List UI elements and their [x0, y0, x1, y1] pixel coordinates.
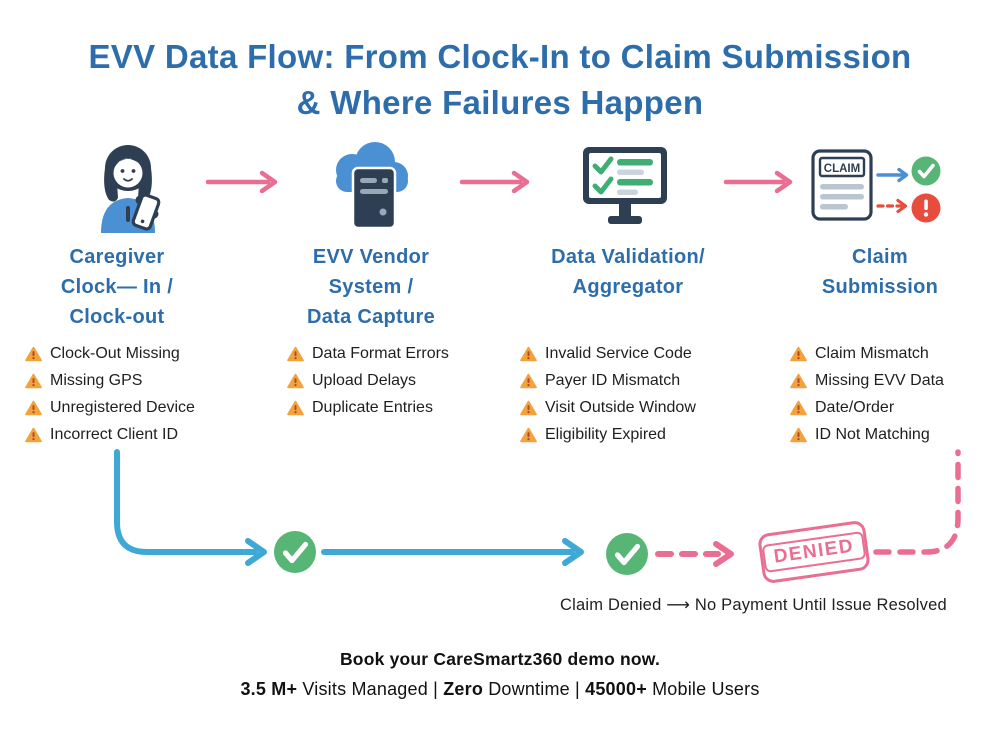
claim-document-icon: CLAIM — [811, 149, 941, 223]
warning-icon — [25, 427, 42, 443]
list-item: Visit Outside Window — [520, 399, 696, 417]
caregiver-phone-icon — [101, 145, 161, 233]
warning-icon — [25, 373, 42, 389]
success-check-icon-2 — [606, 533, 648, 575]
claim-failure-dashed-path — [873, 449, 961, 555]
stage-arrow-1 — [205, 170, 278, 194]
warning-icon — [520, 400, 537, 416]
page-title-line2: & Where Failures Happen — [296, 84, 704, 121]
warning-icon — [520, 427, 537, 443]
warning-icon — [790, 346, 807, 362]
warning-icon — [520, 346, 537, 362]
claim-label: CLAIM — [824, 163, 860, 175]
stage-title-claim-submission: Claim Submission — [821, 246, 939, 298]
page-title-line1: EVV Data Flow: From Clock-In to Claim Su… — [88, 38, 912, 75]
list-item: Duplicate Entries — [287, 399, 449, 417]
stat-downtime-label: Downtime | — [483, 679, 586, 699]
stat-users-label: Mobile Users — [646, 679, 760, 699]
warning-icon — [287, 346, 304, 362]
warning-icon — [287, 373, 304, 389]
list-item: Data Format Errors — [287, 345, 449, 363]
page-title: EVV Data Flow: From Clock-In to Claim Su… — [0, 34, 1000, 126]
failure-list-caregiver: Clock-Out Missing Missing GPS Unregister… — [25, 345, 195, 444]
warning-icon — [790, 427, 807, 443]
flow-blue-path-2 — [321, 538, 584, 566]
warning-icon — [790, 373, 807, 389]
cloud-server-icon — [336, 142, 408, 230]
stage-title-data-validation: Data Validation/ Aggregator — [551, 246, 705, 298]
list-item: Claim Mismatch — [790, 345, 944, 363]
denied-dashed-arrow — [655, 541, 734, 567]
stat-users-value: 45000+ — [585, 679, 647, 699]
warning-icon — [287, 400, 304, 416]
list-item: Incorrect Client ID — [25, 426, 195, 444]
denied-stamp: DENIED — [757, 519, 871, 585]
failure-list-claim-submission: Claim Mismatch Missing EVV Data Date/Ord… — [790, 345, 944, 444]
failure-list-data-validation: Invalid Service Code Payer ID Mismatch V… — [520, 345, 696, 444]
denied-stamp-label: DENIED — [761, 530, 867, 574]
list-item: Missing EVV Data — [790, 372, 944, 390]
list-item: Unregistered Device — [25, 399, 195, 417]
flow-blue-path-1 — [114, 449, 267, 566]
warning-icon — [520, 373, 537, 389]
stat-downtime-value: Zero — [443, 679, 484, 699]
warning-icon — [790, 400, 807, 416]
list-item: ID Not Matching — [790, 426, 944, 444]
list-item: Date/Order — [790, 399, 944, 417]
list-item: Eligibility Expired — [520, 426, 696, 444]
list-item: Payer ID Mismatch — [520, 372, 696, 390]
stage-arrow-3 — [723, 170, 793, 194]
success-check-icon-1 — [274, 531, 316, 573]
warning-icon — [25, 346, 42, 362]
failure-list-evv-vendor: Data Format Errors Upload Delays Duplica… — [287, 345, 449, 417]
footer-stats: 3.5 M+ Visits Managed | Zero Downtime | … — [0, 679, 1000, 700]
list-item: Invalid Service Code — [520, 345, 696, 363]
stage-arrow-2 — [459, 170, 530, 194]
list-item: Missing GPS — [25, 372, 195, 390]
stage-title-caregiver: Caregiver Clock— In / Clock-out — [60, 246, 174, 328]
stage-title-evv-vendor: EVV Vendor System / Data Capture — [306, 246, 436, 328]
footer-cta: Book your CareSmartz360 demo now. — [339, 649, 661, 669]
stat-visits-value: 3.5 M+ — [240, 679, 298, 699]
monitor-checklist-icon — [583, 147, 667, 224]
list-item: Clock-Out Missing — [25, 345, 195, 363]
warning-icon — [25, 400, 42, 416]
list-item: Upload Delays — [287, 372, 449, 390]
stat-visits-label: Visits Managed | — [297, 679, 444, 699]
claim-accepted-check-icon — [911, 156, 941, 186]
claim-denied-caption: Claim Denied ⟶ No Payment Until Issue Re… — [560, 596, 947, 614]
